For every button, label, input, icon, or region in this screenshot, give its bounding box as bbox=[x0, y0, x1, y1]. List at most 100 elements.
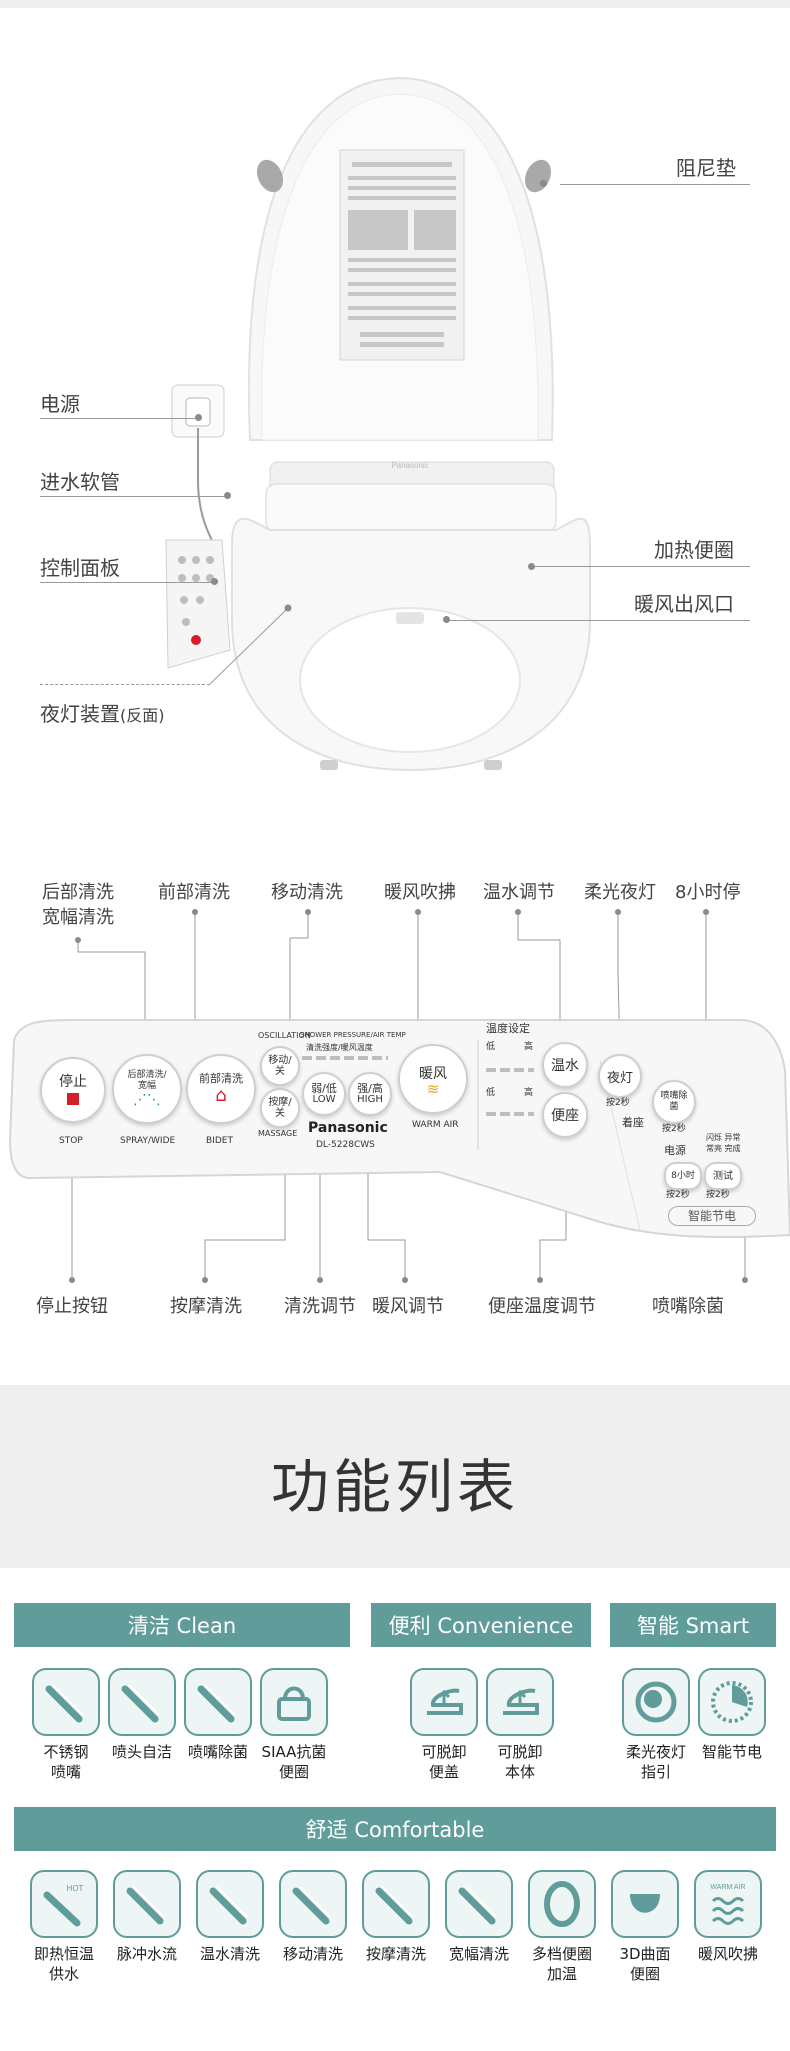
callout-line bbox=[40, 496, 226, 497]
callout-line bbox=[450, 620, 750, 621]
function-title-band bbox=[0, 1385, 790, 1568]
callout-power: 电源 bbox=[40, 392, 80, 416]
feature-item: 脉冲水流 bbox=[105, 1870, 189, 1964]
label-wide-wash: 宽幅清洗 bbox=[42, 907, 114, 928]
spray-button[interactable]: 后部清洗/宽幅 ⋰⋱ bbox=[112, 1054, 182, 1124]
label-warm-air: 暖风吹拂 bbox=[384, 882, 456, 903]
warm-air-button[interactable]: 暖风 ≋ bbox=[398, 1044, 468, 1114]
feature-item: 可脱卸 便盖 bbox=[402, 1668, 486, 1782]
pressure-level-indicators bbox=[302, 1056, 388, 1060]
feature-item: 不锈钢 喷嘴 bbox=[24, 1668, 108, 1782]
feature-item: 多档便圈 加温 bbox=[520, 1870, 604, 1984]
ring-icon bbox=[528, 1870, 596, 1938]
callout-warm-air-outlet: 暖风出风口 bbox=[634, 592, 734, 616]
label-auto-stop: 8小时停 bbox=[675, 882, 741, 903]
bidet-button[interactable]: 前部清洗 ⌂ bbox=[186, 1054, 256, 1124]
test-button[interactable]: 测试 bbox=[704, 1162, 742, 1190]
temp-high-1: 高 bbox=[524, 1042, 534, 1052]
water-temp-button[interactable]: 温水 bbox=[542, 1042, 588, 1088]
callout-water-hose: 进水软管 bbox=[40, 470, 120, 494]
label-air-adjust: 暖风调节 bbox=[372, 1296, 444, 1317]
power-indicator: 电源 bbox=[664, 1144, 686, 1157]
temp-high-2: 高 bbox=[524, 1088, 534, 1098]
model-number: DL-5228CWS bbox=[316, 1140, 375, 1150]
blink-note: 闪烁 异常 常亮 完成 bbox=[706, 1133, 741, 1153]
feature-label: 智能节电 bbox=[701, 1743, 762, 1761]
nozzle-icon bbox=[184, 1668, 252, 1736]
waves-icon: WARM AIR bbox=[694, 1870, 762, 1938]
test-press2s: 按2秒 bbox=[706, 1190, 730, 1200]
nozzle-clean-button[interactable]: 喷嘴除菌 bbox=[652, 1080, 696, 1124]
spray-icon: ⋰⋱ bbox=[133, 1092, 161, 1108]
seat-temp-button[interactable]: 便座 bbox=[542, 1092, 588, 1138]
callout-night-light: 夜灯装置(反面) bbox=[40, 698, 165, 727]
water-temp-indicators bbox=[486, 1068, 534, 1072]
label-nozzle-clean: 喷嘴除菌 bbox=[652, 1296, 724, 1317]
feature-item: SIAA抗菌 便圈 bbox=[252, 1668, 336, 1782]
nozzle-icon bbox=[445, 1870, 513, 1938]
move-button[interactable]: 移动/关 bbox=[260, 1046, 300, 1086]
feature-item: 喷头自洁 bbox=[100, 1668, 184, 1762]
lid-icon bbox=[486, 1668, 554, 1736]
toilet-seat-illustration: Panasonic bbox=[165, 76, 591, 772]
oscillation-en: OSCILLATION bbox=[258, 1031, 311, 1040]
callout-dot bbox=[540, 180, 547, 187]
seat3d-icon bbox=[611, 1870, 679, 1938]
high-button[interactable]: 强/高 HIGH bbox=[348, 1072, 392, 1116]
callout-line bbox=[40, 582, 214, 583]
callout-line bbox=[40, 684, 210, 686]
stop-en: STOP bbox=[59, 1136, 83, 1146]
feature-item: WARM AIR 暖风吹拂 bbox=[686, 1870, 770, 1964]
callout-heated-seat: 加热便圈 bbox=[654, 538, 734, 562]
eight-press2s: 按2秒 bbox=[666, 1190, 690, 1200]
massage-button[interactable]: 按摩/关 bbox=[260, 1088, 300, 1128]
move-button-label: 移动/关 bbox=[268, 1055, 292, 1077]
feature-label: 可脱卸 本体 bbox=[497, 1743, 543, 1781]
low-en: LOW bbox=[312, 1094, 336, 1105]
feature-label: 喷头自洁 bbox=[111, 1743, 172, 1761]
category-smart: 智能 Smart bbox=[610, 1603, 776, 1647]
label-stop-button: 停止按钮 bbox=[36, 1296, 108, 1317]
top-divider bbox=[0, 0, 790, 8]
callout-dot bbox=[224, 492, 231, 499]
svg-text:Panasonic: Panasonic bbox=[391, 461, 428, 470]
nozzle-icon bbox=[279, 1870, 347, 1938]
high-en: HIGH bbox=[357, 1094, 383, 1105]
eight-hour-button[interactable]: 8小时 bbox=[664, 1162, 702, 1190]
low-cn: 弱/低 bbox=[311, 1082, 337, 1095]
callout-dot bbox=[528, 563, 535, 570]
svg-text:WARM AIR: WARM AIR bbox=[710, 1884, 745, 1891]
eco-icon bbox=[698, 1668, 766, 1736]
bidet-en: BIDET bbox=[206, 1136, 233, 1146]
callout-line bbox=[560, 184, 750, 185]
hot-icon: HOT bbox=[30, 1870, 98, 1938]
feature-label: 按摩清洗 bbox=[365, 1945, 426, 1963]
category-comfortable: 舒适 Comfortable bbox=[14, 1807, 776, 1851]
feature-label: 宽幅清洗 bbox=[448, 1945, 509, 1963]
night-light-button[interactable]: 夜灯 bbox=[598, 1054, 642, 1098]
nozzle-icon bbox=[362, 1870, 430, 1938]
feature-item: 3D曲面 便圈 bbox=[603, 1870, 687, 1984]
callout-control-panel: 控制面板 bbox=[40, 556, 120, 580]
night-press2s: 按2秒 bbox=[606, 1098, 630, 1108]
low-button[interactable]: 弱/低 LOW bbox=[302, 1072, 346, 1116]
temp-setting-label: 温度设定 bbox=[486, 1022, 530, 1035]
feature-label: 柔光夜灯 指引 bbox=[625, 1743, 686, 1781]
feature-label: 移动清洗 bbox=[282, 1945, 343, 1963]
nozzle-icon bbox=[196, 1870, 264, 1938]
seated-indicator: 着座 bbox=[622, 1116, 644, 1129]
nozzle-icon bbox=[108, 1668, 176, 1736]
category-clean: 清洁 Clean bbox=[14, 1603, 350, 1647]
feature-item: 喷嘴除菌 bbox=[176, 1668, 260, 1762]
eight-hour-label: 8小时 bbox=[671, 1170, 695, 1181]
label-wash-adjust: 清洗调节 bbox=[284, 1296, 356, 1317]
stop-button-label: 停止 bbox=[59, 1073, 87, 1090]
label-water-temp: 温水调节 bbox=[483, 882, 555, 903]
feature-label: 暖风吹拂 bbox=[697, 1945, 758, 1963]
label-soft-light: 柔光夜灯 bbox=[584, 882, 656, 903]
callout-line bbox=[535, 566, 750, 567]
feature-item: 按摩清洗 bbox=[354, 1870, 438, 1964]
stop-button[interactable]: 停止 bbox=[40, 1057, 106, 1123]
lid-icon bbox=[410, 1668, 478, 1736]
